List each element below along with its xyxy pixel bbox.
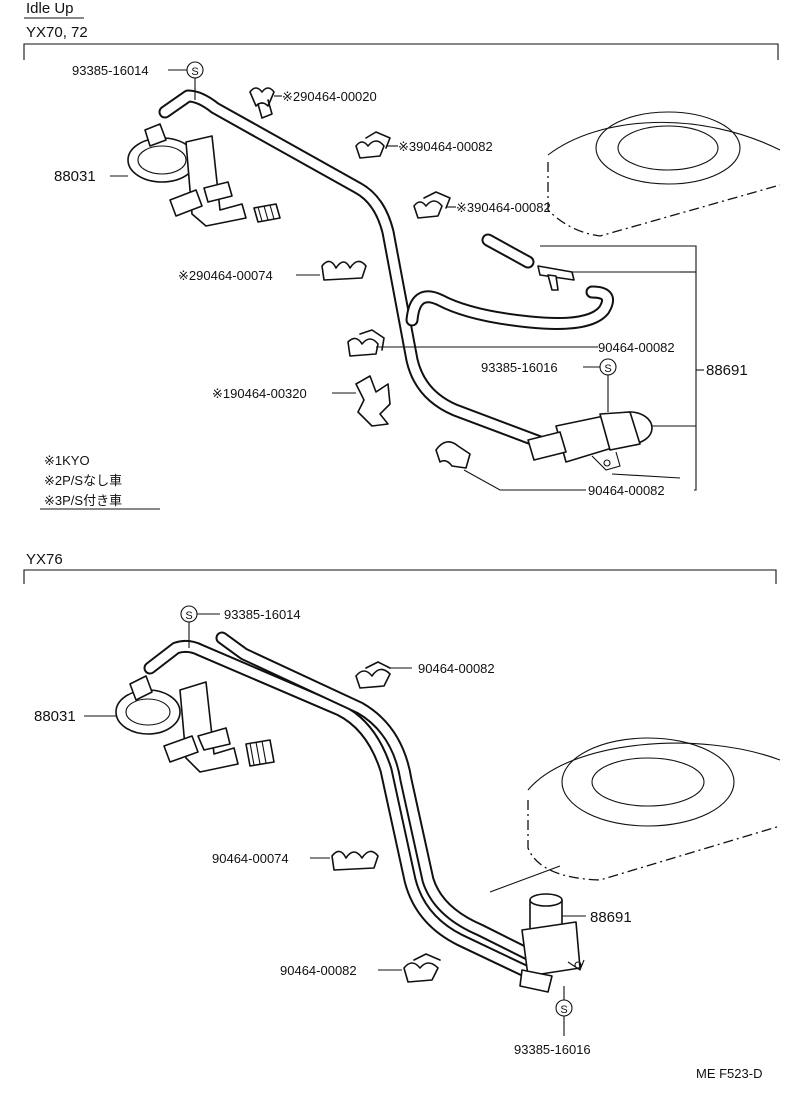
air-cleaner-bottom — [489, 737, 781, 893]
part-label-valve: 88031 — [54, 168, 96, 185]
hoses-top — [158, 89, 614, 449]
part-label-clamp: 93385-16016 — [481, 360, 558, 375]
part-label-valve: 88031 — [34, 708, 76, 725]
clamp-icon: S — [180, 605, 198, 623]
idle-up-valve-bottom — [115, 675, 275, 773]
part-label-clip: 90464-00082 — [598, 340, 675, 355]
diagram-title: Idle Up — [26, 0, 74, 17]
legend-item: ※2P/Sなし車 — [44, 473, 122, 488]
diagram-code: ME F523-D — [696, 1066, 762, 1081]
part-label-clip: ※190464-00320 — [212, 386, 307, 401]
svg-text:S: S — [185, 610, 192, 622]
section-bottom-model: YX76 — [26, 551, 63, 568]
clamp-icon: S — [186, 61, 204, 79]
clamp-icon: S — [599, 358, 617, 376]
svg-text:S: S — [560, 1004, 567, 1016]
vsv-bottom — [519, 893, 585, 993]
clips-top — [249, 87, 471, 469]
part-label-clip: 90464-00082 — [280, 963, 357, 978]
part-label-clip: 90464-00082 — [588, 483, 665, 498]
section-bottom: S S 93385-16014 88031 90464-00082 90464-… — [34, 605, 781, 1057]
part-label-clamp: 93385-16016 — [514, 1042, 591, 1057]
legend-item: ※1KYO — [44, 453, 90, 468]
vsv-top — [527, 411, 653, 471]
part-label-clip: ※390464-00082 — [398, 139, 493, 154]
hoses-bottom — [143, 631, 547, 985]
part-label-clamp: 93385-16014 — [72, 63, 149, 78]
section-top-bracket — [23, 43, 779, 60]
part-label-clip: ※290464-00074 — [178, 268, 273, 283]
part-label-vsv: 88691 — [706, 362, 748, 379]
clamp-icon: S — [555, 999, 573, 1017]
section-top-model: YX70, 72 — [26, 24, 88, 41]
leader-lines-top — [110, 69, 704, 491]
leader-lines-bottom — [84, 613, 586, 1036]
part-label-vsv: 88691 — [590, 909, 632, 926]
clips-bottom — [331, 661, 441, 983]
tee-fitting — [537, 265, 575, 291]
part-label-clip: 90464-00074 — [212, 851, 289, 866]
part-label-clamp: 93385-16014 — [224, 607, 301, 622]
part-label-clip: ※290464-00020 — [282, 89, 377, 104]
legend: ※1KYO ※2P/Sなし車 ※3P/S付き車 — [40, 453, 160, 510]
part-label-clip: 90464-00082 — [418, 661, 495, 676]
section-top: S S 93385-16014 88031 — [40, 61, 781, 510]
svg-text:S: S — [191, 66, 198, 78]
idle-up-valve-top — [127, 123, 281, 227]
part-label-clip: ※390464-00082 — [456, 200, 551, 215]
svg-text:S: S — [604, 363, 611, 375]
legend-item: ※3P/S付き車 — [44, 493, 122, 508]
section-bottom-bracket — [23, 569, 777, 584]
air-cleaner-top — [540, 111, 781, 273]
